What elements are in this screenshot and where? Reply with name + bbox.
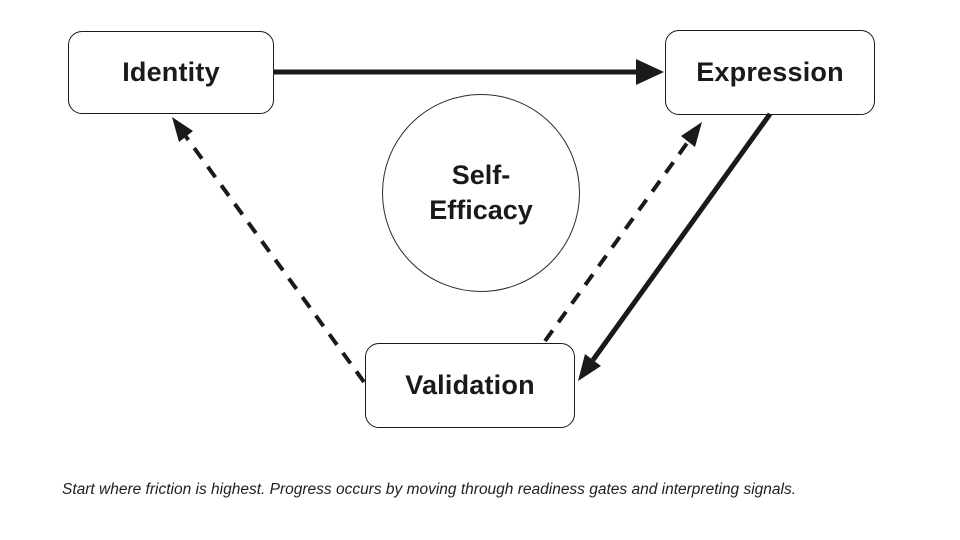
node-expression: Expression bbox=[665, 30, 875, 115]
arrow-validation-to-identity bbox=[172, 117, 366, 384]
hub-self-efficacy-label: Self- Efficacy bbox=[429, 159, 533, 225]
node-expression-label: Expression bbox=[696, 57, 844, 87]
arrow-identity-to-expression bbox=[274, 59, 664, 85]
node-identity-label: Identity bbox=[122, 57, 220, 87]
node-identity: Identity bbox=[68, 31, 274, 114]
node-validation-label: Validation bbox=[405, 370, 535, 400]
diagram-caption: Start where friction is highest. Progres… bbox=[62, 481, 797, 498]
arrow-expression-to-validation bbox=[578, 112, 773, 381]
node-validation: Validation bbox=[365, 343, 575, 428]
hub-self-efficacy: Self- Efficacy bbox=[382, 94, 580, 292]
